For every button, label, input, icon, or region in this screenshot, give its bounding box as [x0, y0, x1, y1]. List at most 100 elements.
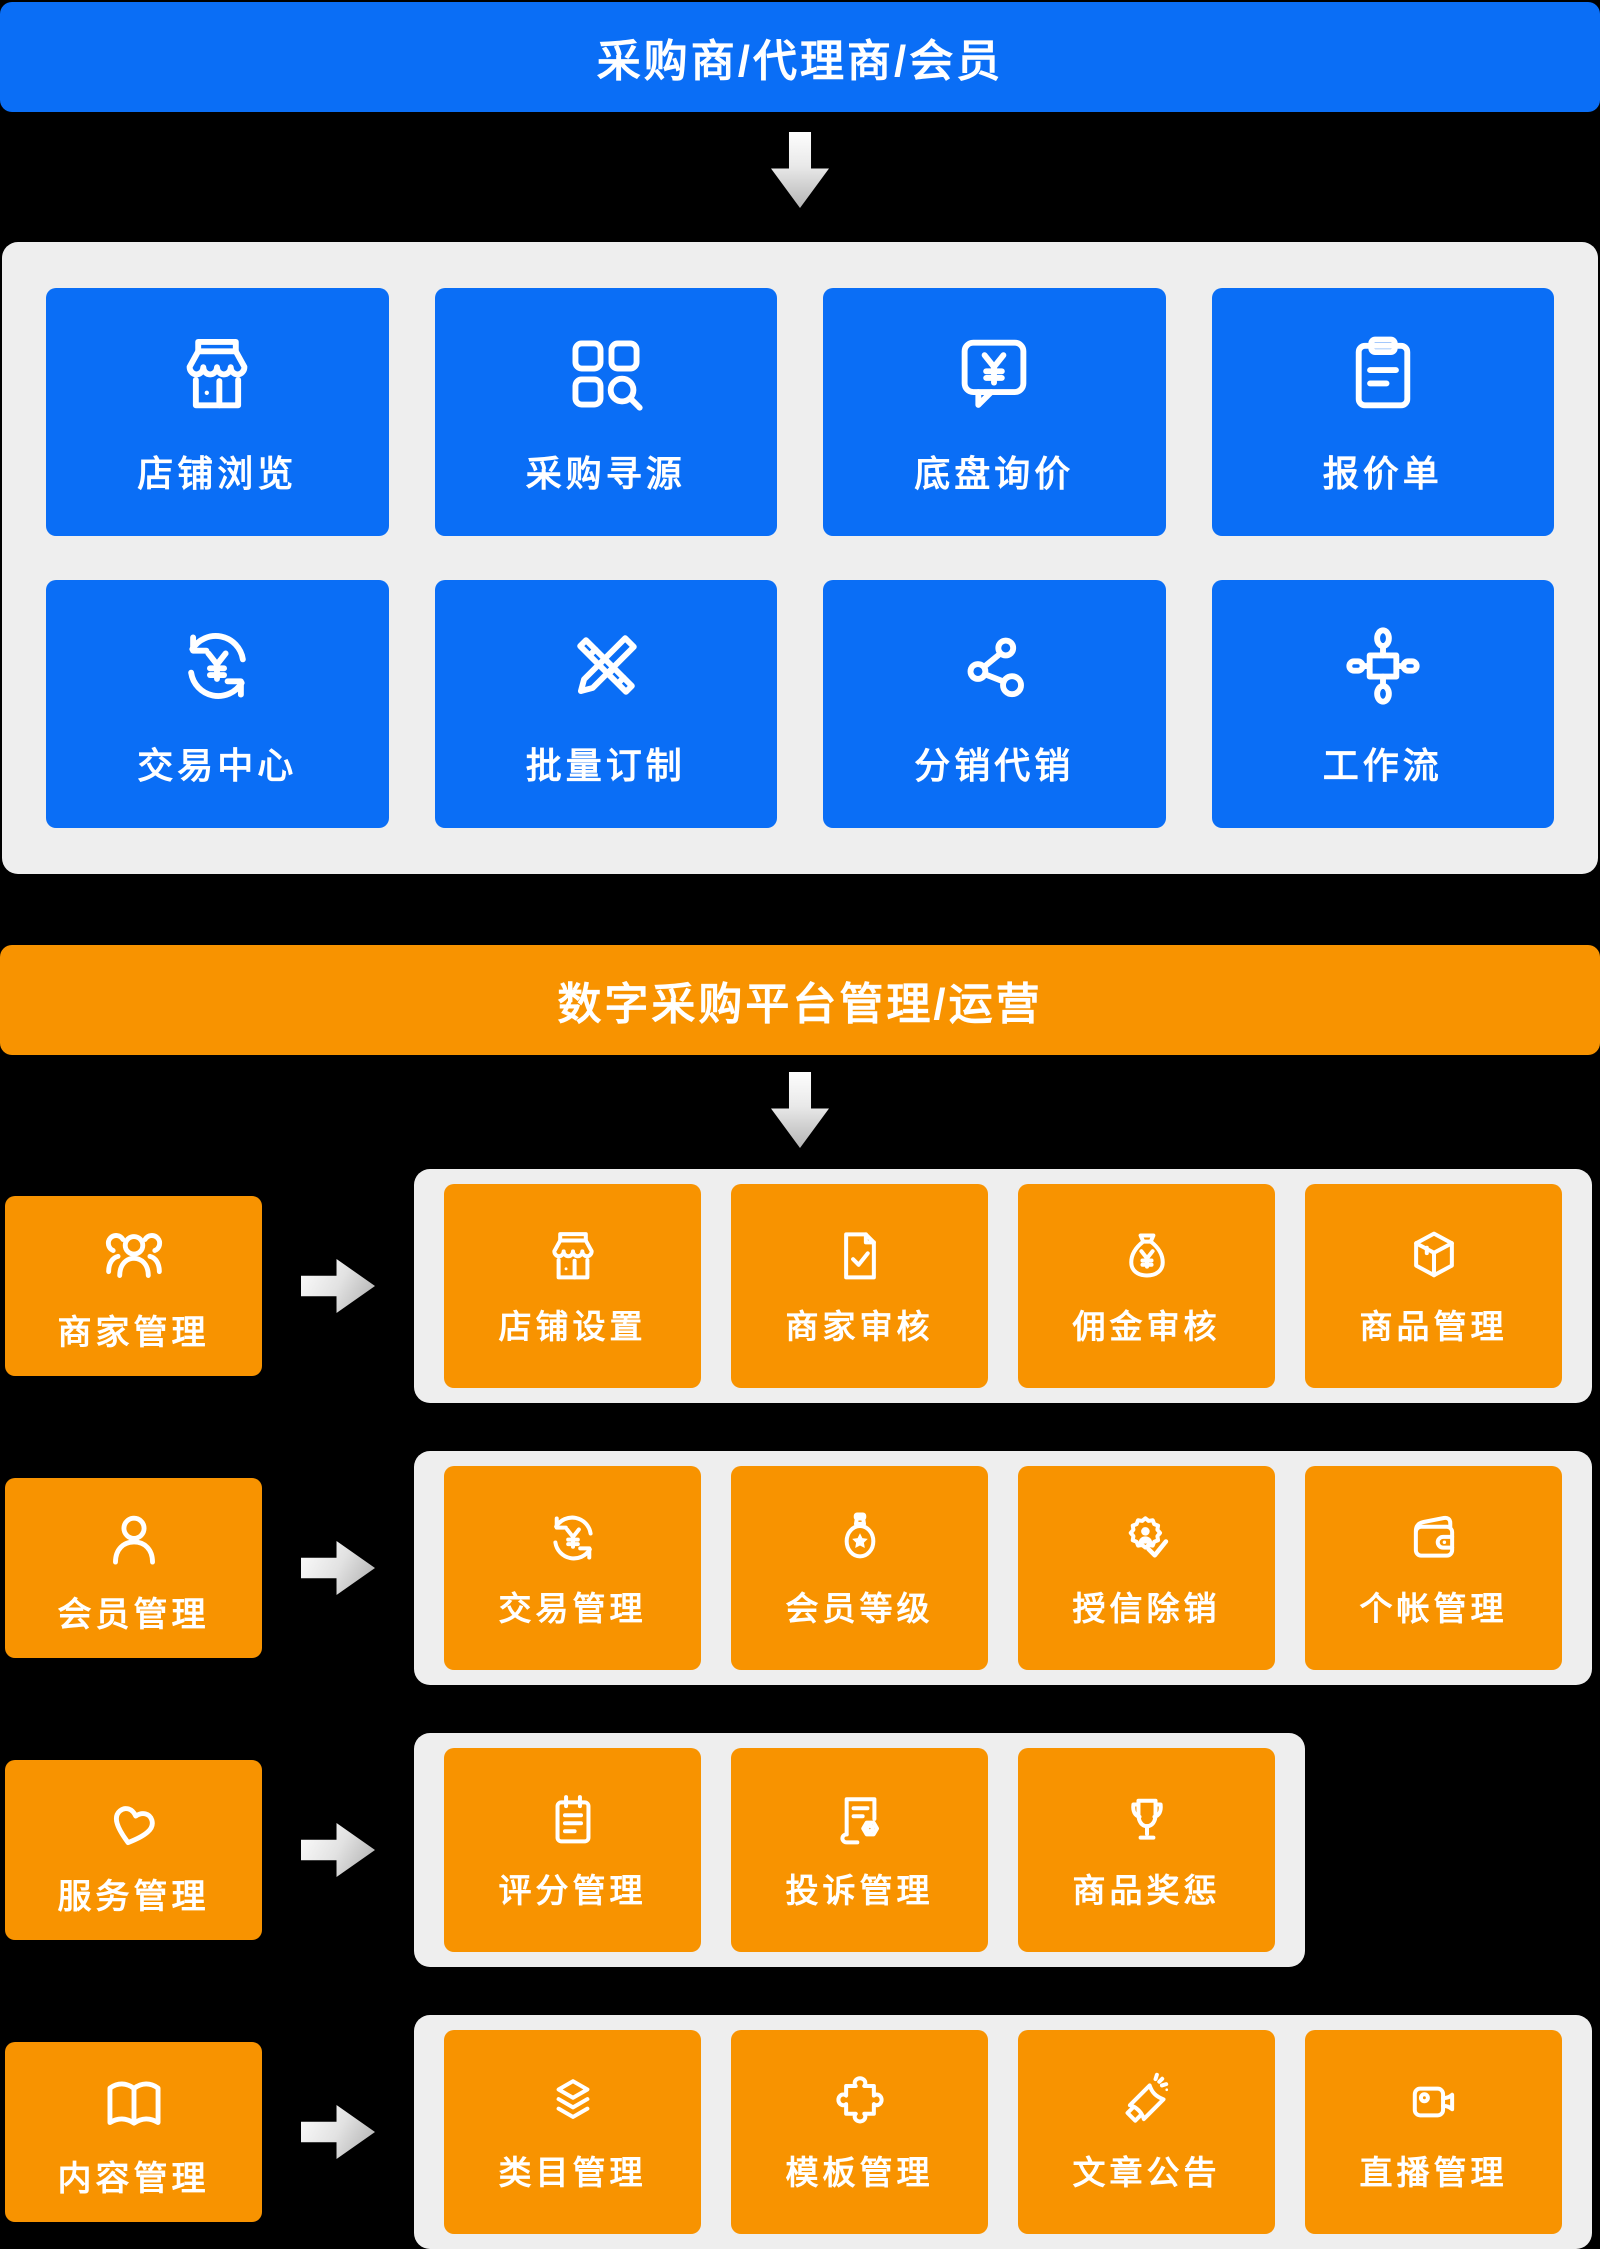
- tile-label: 评分管理: [498, 1872, 647, 1909]
- category-label: 服务管理: [57, 1877, 210, 1916]
- tile-label: 直播管理: [1359, 2154, 1508, 2191]
- tile-label: 授信除销: [1072, 1590, 1221, 1627]
- category-label: 商家管理: [57, 1313, 210, 1352]
- layers-icon: [541, 2070, 605, 2134]
- tile-label: 底盘询价: [914, 453, 1075, 494]
- price-bubble-icon: [947, 327, 1041, 421]
- feature-tile-sourcing: 采购寻源: [434, 288, 777, 536]
- tile-label: 文章公告: [1072, 2154, 1221, 2191]
- storefront-icon: [170, 327, 264, 421]
- feature-tile-rating-mgmt: 评分管理: [444, 1748, 701, 1952]
- member-row-panel: 交易管理 会员等级 授信除销 个帐管理: [414, 1451, 1592, 1685]
- feature-tile-product-mgmt: 商品管理: [1305, 1184, 1562, 1388]
- feature-tile-reward-punish: 商品奖惩: [1018, 1748, 1275, 1952]
- feature-tile-live-mgmt: 直播管理: [1305, 2030, 1562, 2234]
- platform-header-label: 数字采购平台管理/运营: [557, 980, 1043, 1029]
- feature-tile-quotation: 报价单: [1211, 288, 1554, 536]
- notepad-icon: [541, 1788, 605, 1852]
- trade-refresh-icon: [170, 619, 264, 713]
- megaphone-icon: [1115, 2070, 1179, 2134]
- feature-tile-trade-center: 交易中心: [46, 580, 389, 828]
- trophy-icon: [1115, 1788, 1179, 1852]
- tile-label: 个帐管理: [1359, 1590, 1508, 1627]
- feature-tile-article-notice: 文章公告: [1018, 2030, 1275, 2234]
- buyer-header: 采购商/代理商/会员: [0, 2, 1600, 112]
- feature-tile-merchant-audit: 商家审核: [731, 1184, 988, 1388]
- category-tile-merchant: 商家管理: [5, 1196, 262, 1376]
- feature-tile-account-mgmt: 个帐管理: [1305, 1466, 1562, 1670]
- doc-gear-icon: [828, 1788, 892, 1852]
- right-arrow-icon: [301, 1823, 375, 1877]
- feature-tile-member-level: 会员等级: [731, 1466, 988, 1670]
- puzzle-icon: [828, 2070, 892, 2134]
- tile-label: 交易中心: [137, 745, 298, 786]
- tile-label: 商品奖惩: [1072, 1872, 1221, 1909]
- money-bag-icon: [1115, 1224, 1179, 1288]
- tile-label: 交易管理: [498, 1590, 647, 1627]
- trade-refresh-icon: [541, 1506, 605, 1570]
- wallet-icon: [1402, 1506, 1466, 1570]
- feature-tile-workflow: 工作流: [1211, 580, 1554, 828]
- box-3d-icon: [1402, 1224, 1466, 1288]
- feature-tile-inquiry: 底盘询价: [823, 288, 1166, 536]
- tile-label: 佣金审核: [1072, 1308, 1221, 1345]
- platform-row-merchant: 商家管理 店铺设置 商家审核 佣金审核 商品管理: [0, 1169, 1600, 1403]
- people-group-icon: [95, 1219, 173, 1297]
- platform-row-service: 服务管理 评分管理 投诉管理 商品奖惩: [0, 1733, 1600, 1967]
- tile-label: 商家审核: [785, 1308, 934, 1345]
- badge-check-icon: [1115, 1506, 1179, 1570]
- category-label: 会员管理: [57, 1595, 210, 1634]
- right-arrow-icon: [301, 2105, 375, 2159]
- tile-label: 商品管理: [1359, 1308, 1508, 1345]
- feature-tile-category-mgmt: 类目管理: [444, 2030, 701, 2234]
- platform-row-content: 内容管理 类目管理 模板管理 文章公告 直播管理: [0, 2015, 1600, 2249]
- feature-tile-trade-mgmt: 交易管理: [444, 1466, 701, 1670]
- service-row-panel: 评分管理 投诉管理 商品奖惩: [414, 1733, 1305, 1967]
- platform-header: 数字采购平台管理/运营: [0, 945, 1600, 1055]
- medal-star-icon: [828, 1506, 892, 1570]
- feature-tile-complaint-mgmt: 投诉管理: [731, 1748, 988, 1952]
- clipboard-icon: [1336, 327, 1430, 421]
- tile-label: 采购寻源: [525, 453, 686, 494]
- buyer-panel: 店铺浏览 采购寻源 底盘询价 报价单 交易中心 批量订制 分销代销 工作流: [2, 242, 1598, 874]
- open-book-icon: [95, 2065, 173, 2143]
- merchant-row-panel: 店铺设置 商家审核 佣金审核 商品管理: [414, 1169, 1592, 1403]
- tile-label: 店铺浏览: [137, 453, 298, 494]
- feature-tile-batch-order: 批量订制: [434, 580, 777, 828]
- share-nodes-icon: [947, 619, 1041, 713]
- feature-tile-distribution: 分销代销: [823, 580, 1166, 828]
- heart-icon: [95, 1783, 173, 1861]
- pencil-ruler-icon: [559, 619, 653, 713]
- down-arrow-icon: [771, 1072, 829, 1148]
- sourcing-grid-icon: [559, 327, 653, 421]
- tile-label: 工作流: [1322, 745, 1443, 786]
- doc-check-icon: [828, 1224, 892, 1288]
- feature-tile-commission-audit: 佣金审核: [1018, 1184, 1275, 1388]
- tile-label: 类目管理: [498, 2154, 647, 2191]
- category-tile-member: 会员管理: [5, 1478, 262, 1658]
- content-row-panel: 类目管理 模板管理 文章公告 直播管理: [414, 2015, 1592, 2249]
- feature-tile-shop-setting: 店铺设置: [444, 1184, 701, 1388]
- right-arrow-icon: [301, 1259, 375, 1313]
- right-arrow-icon: [301, 1541, 375, 1595]
- person-icon: [95, 1501, 173, 1579]
- category-label: 内容管理: [57, 2159, 210, 2198]
- tile-label: 报价单: [1322, 453, 1443, 494]
- tile-label: 模板管理: [785, 2154, 934, 2191]
- category-tile-service: 服务管理: [5, 1760, 262, 1940]
- tile-label: 分销代销: [914, 745, 1075, 786]
- feature-tile-template-mgmt: 模板管理: [731, 2030, 988, 2234]
- feature-tile-store-browse: 店铺浏览: [46, 288, 389, 536]
- down-arrow-icon: [771, 132, 829, 208]
- storefront-icon: [541, 1224, 605, 1288]
- feature-tile-credit: 授信除销: [1018, 1466, 1275, 1670]
- tile-label: 会员等级: [785, 1590, 934, 1627]
- tile-label: 店铺设置: [498, 1308, 647, 1345]
- workflow-icon: [1336, 619, 1430, 713]
- video-camera-icon: [1402, 2070, 1466, 2134]
- buyer-header-label: 采购商/代理商/会员: [596, 37, 1004, 86]
- category-tile-content: 内容管理: [5, 2042, 262, 2222]
- tile-label: 投诉管理: [785, 1872, 934, 1909]
- tile-label: 批量订制: [525, 745, 686, 786]
- platform-row-member: 会员管理 交易管理 会员等级 授信除销 个帐管理: [0, 1451, 1600, 1685]
